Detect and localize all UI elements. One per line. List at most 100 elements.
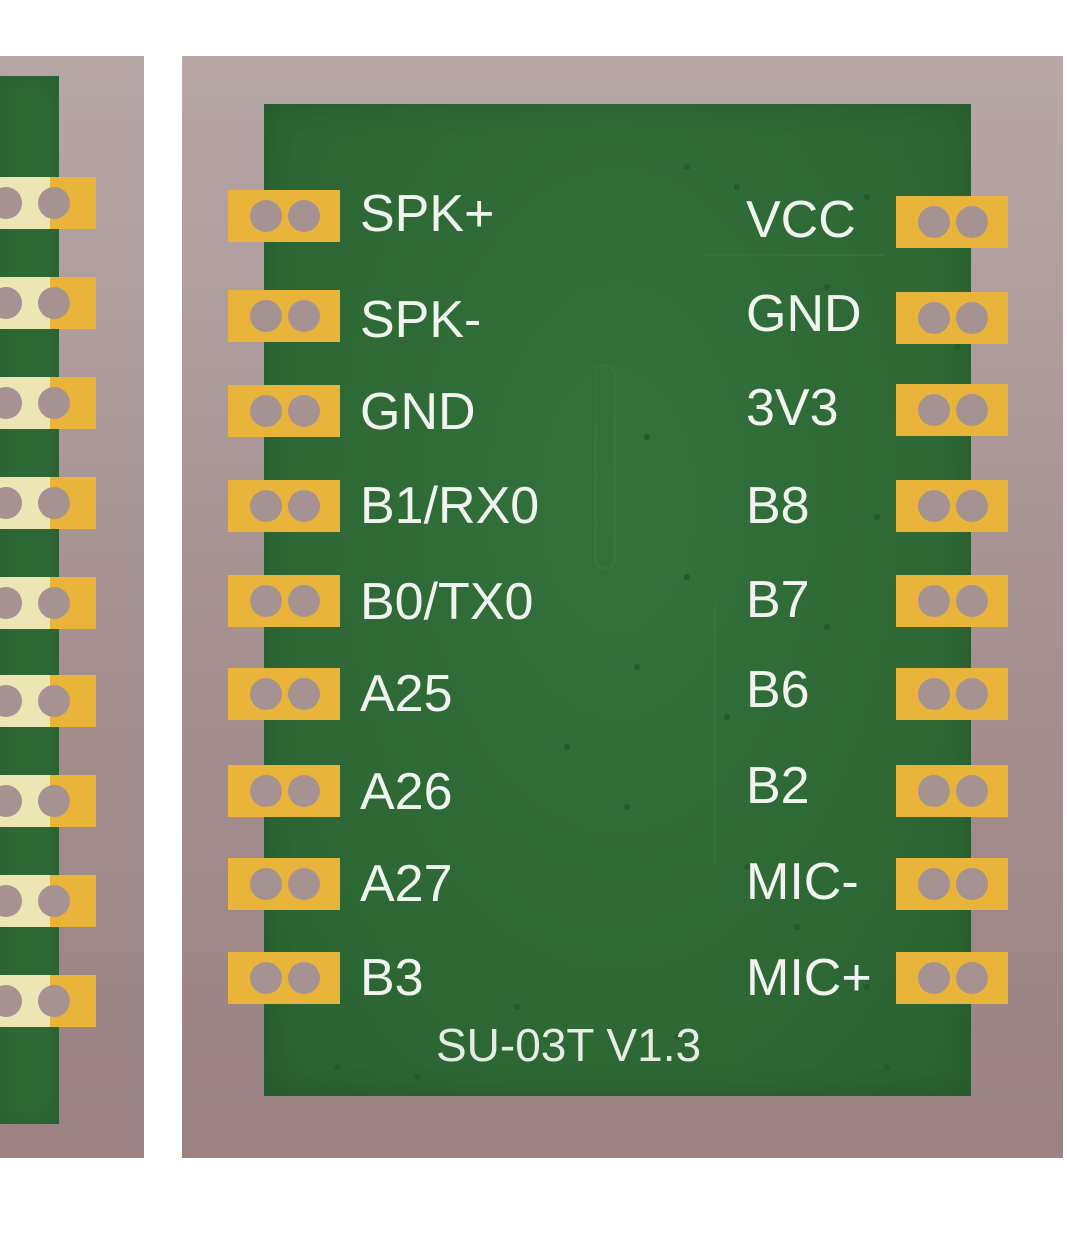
via-dot [634,664,640,670]
pad-hole [918,585,950,617]
pad-hole [38,885,70,917]
left-pad-a26 [228,765,340,817]
pad-hole [288,962,320,994]
via-dot [864,984,870,990]
pad-hole [0,985,22,1017]
pad-hole [0,885,22,917]
right-pad-b6 [896,668,1008,720]
via-dot [334,1064,340,1070]
left-module-pad [0,577,96,629]
pin-label: GND [360,383,476,441]
pad-hole [38,985,70,1017]
right-pad-3v3 [896,384,1008,436]
pad-hole [38,785,70,817]
pad-hole [956,868,988,900]
via-dot [644,434,650,440]
via-dot [624,804,630,810]
pad-hole [288,678,320,710]
pin-label: VCC [746,191,856,249]
left-module-pad [0,975,96,1027]
via-dot [684,164,690,170]
pad-hole [250,962,282,994]
pin-label: A25 [360,665,453,723]
pin-label: SPK- [360,291,482,349]
left-module-pad [0,477,96,529]
via-dot [954,344,960,350]
su03t-solder-mask [264,104,971,1096]
pad-hole [288,585,320,617]
pin-label: B2 [746,757,810,815]
pad-hole [250,300,282,332]
via-dot [564,744,570,750]
via-dot [414,1074,420,1080]
pad-hole [956,962,988,994]
pad-hole [0,487,22,519]
pad-hole [288,300,320,332]
left-pad-b1-rx0 [228,480,340,532]
pad-hole [956,394,988,426]
left-module-pad [0,277,96,329]
pad-hole [38,387,70,419]
left-pad-spk- [228,190,340,242]
pad-hole [918,490,950,522]
pad-hole [918,775,950,807]
pad-hole [288,490,320,522]
pin-label: B7 [746,571,810,629]
pad-hole [918,962,950,994]
via-dot [764,404,770,410]
pin-label: MIC- [746,853,859,911]
pin-label: A26 [360,763,453,821]
via-dot [724,714,730,720]
left-pad-spk- [228,290,340,342]
pad-hole [38,587,70,619]
pad-hole [918,394,950,426]
pad-hole [956,678,988,710]
left-pad-b3 [228,952,340,1004]
pad-hole [288,775,320,807]
via-dot [744,864,750,870]
pad-hole [250,775,282,807]
pad-hole [956,490,988,522]
right-pad-b2 [896,765,1008,817]
pad-hole [250,868,282,900]
left-module-pad [0,775,96,827]
via-dot [734,184,740,190]
pad-hole [0,387,22,419]
pad-hole [0,785,22,817]
pad-hole [918,302,950,334]
pad-hole [0,587,22,619]
pad-hole [38,487,70,519]
pad-hole [918,206,950,238]
pad-hole [250,678,282,710]
via-dot [674,1034,680,1040]
right-pad-mic- [896,952,1008,1004]
via-dot [794,924,800,930]
pad-hole [288,200,320,232]
silkscreen-trace [714,604,718,864]
pad-hole [250,395,282,427]
pin-label: GND [746,285,862,343]
left-pad-gnd [228,385,340,437]
via-dot [874,514,880,520]
left-module-pad [0,875,96,927]
pad-hole [956,585,988,617]
pad-hole [250,585,282,617]
left-pad-b0-tx0 [228,575,340,627]
via-dot [824,284,830,290]
left-module-pad [0,377,96,429]
pad-hole [38,685,70,717]
via-dot [514,1004,520,1010]
pin-label: 3V3 [746,379,839,437]
pad-hole [0,287,22,319]
pad-hole [38,187,70,219]
pad-hole [288,395,320,427]
pin-label: B3 [360,949,424,1007]
right-pad-mic- [896,858,1008,910]
right-pad-b7 [896,575,1008,627]
left-module-pad [0,177,96,229]
right-pad-gnd [896,292,1008,344]
pad-hole [956,775,988,807]
left-pad-a25 [228,668,340,720]
pin-label: B8 [746,477,810,535]
pad-hole [38,287,70,319]
